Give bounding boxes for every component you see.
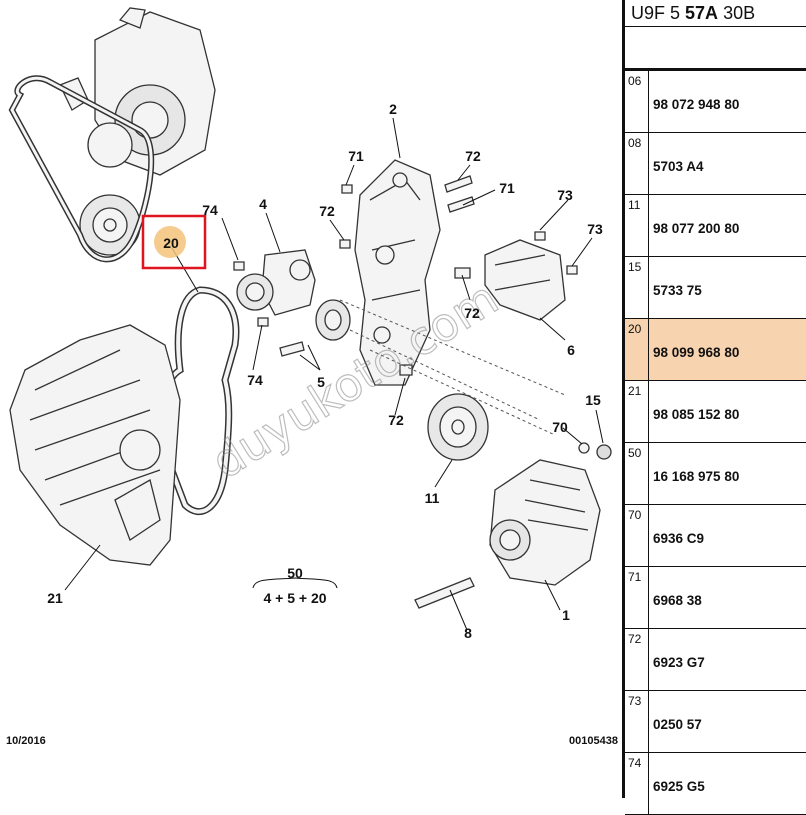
callout-21[interactable]: 21 <box>47 590 63 606</box>
part-ref: 08 <box>625 133 649 194</box>
kit-contents: 4 + 5 + 20 <box>263 590 326 606</box>
part-number: 98 085 152 80 <box>653 407 740 422</box>
callout-70[interactable]: 70 <box>552 419 568 435</box>
part-number: 6968 38 <box>653 593 702 608</box>
part-row-71[interactable]: 71 6968 38 <box>625 567 806 629</box>
header-bold-code: 57A <box>685 3 719 23</box>
callout-71[interactable]: 71 <box>348 148 364 164</box>
callout-72[interactable]: 72 <box>465 148 481 164</box>
ac-compressor-drawing <box>59 7 216 256</box>
part-row-21[interactable]: 21 98 085 152 80 <box>625 381 806 443</box>
part-row-50[interactable]: 50 16 168 975 80 <box>625 443 806 505</box>
part-number: 98 077 200 80 <box>653 221 740 236</box>
part-ref: 15 <box>625 257 649 318</box>
part-ref: 71 <box>625 567 649 628</box>
part-ref: 11 <box>625 195 649 256</box>
diagram-date: 10/2016 <box>6 735 46 747</box>
callout-15[interactable]: 15 <box>585 392 601 408</box>
callout-71[interactable]: 71 <box>499 180 515 196</box>
callout-74[interactable]: 74 <box>247 372 263 388</box>
callout-73[interactable]: 73 <box>587 221 603 237</box>
parts-list-panel: U9F 5 57A 30B 06 98 072 948 80 08 5703 A4 11… <box>622 0 806 815</box>
highlight-badge <box>154 226 186 258</box>
drawing-number: 00105438 <box>569 735 618 747</box>
callout-72[interactable]: 72 <box>319 203 335 219</box>
callout-11[interactable]: 11 <box>425 490 440 506</box>
callout-73[interactable]: 73 <box>557 187 573 203</box>
part-number: 6923 G7 <box>653 655 705 670</box>
part-number: 98 099 968 80 <box>653 345 740 360</box>
alternator-drawing <box>489 459 601 586</box>
part-row-11[interactable]: 11 98 077 200 80 <box>625 195 806 257</box>
callout-5[interactable]: 5 <box>317 374 325 390</box>
parts-list-blank-row <box>625 27 806 71</box>
part-number: 6936 C9 <box>653 531 705 546</box>
header-prefix: U9F 5 <box>631 3 686 23</box>
part-ref: 06 <box>625 71 649 132</box>
callout-72[interactable]: 72 <box>464 305 480 321</box>
part-row-15[interactable]: 15 5733 75 <box>625 257 806 319</box>
bolt-8-drawing <box>414 577 475 609</box>
idler-pulley-drawing <box>279 299 351 357</box>
part-number: 5733 75 <box>653 283 702 298</box>
leader-lines <box>64 117 604 631</box>
part-ref: 50 <box>625 443 649 504</box>
part-row-73[interactable]: 73 0250 57 <box>625 691 806 753</box>
part-ref: 20 <box>625 319 649 380</box>
part-ref: 21 <box>625 381 649 442</box>
callout-6[interactable]: 6 <box>567 342 575 358</box>
highlight-frame <box>141 214 207 270</box>
mounting-bracket-drawing <box>354 159 441 386</box>
part-row-08[interactable]: 08 5703 A4 <box>625 133 806 195</box>
callout-74[interactable]: 74 <box>202 202 218 218</box>
callout-72[interactable]: 72 <box>388 412 404 428</box>
kit-label: 50 <box>287 565 303 581</box>
callout-8[interactable]: 8 <box>464 625 472 641</box>
cap-15-drawing <box>596 444 612 460</box>
part-row-06[interactable]: 06 98 072 948 80 <box>625 71 806 133</box>
support-bracket-drawing <box>484 239 566 321</box>
timing-cover-drawing <box>9 324 181 566</box>
part-row-70[interactable]: 70 6936 C9 <box>625 505 806 567</box>
callout-2[interactable]: 2 <box>389 101 397 117</box>
part-number: 0250 57 <box>653 717 702 732</box>
diagram-canvas: duyukoto.com 744271727172737372674572117… <box>6 7 618 747</box>
part-ref: 72 <box>625 629 649 690</box>
part-ref: 74 <box>625 753 649 814</box>
part-row-74[interactable]: 74 6925 G5 <box>625 753 806 815</box>
pulley-drawing <box>427 393 489 461</box>
part-row-72[interactable]: 72 6923 G7 <box>625 629 806 691</box>
bolt-70-drawing <box>578 442 590 454</box>
part-number: 98 072 948 80 <box>653 97 740 112</box>
parts-list-header: U9F 5 57A 30B <box>625 0 806 27</box>
callout-4[interactable]: 4 <box>259 196 267 212</box>
part-ref: 70 <box>625 505 649 566</box>
part-number: 16 168 975 80 <box>653 469 740 484</box>
accessory-belt-drawing <box>160 286 240 516</box>
belt-tensioner-drawing <box>236 249 316 316</box>
part-row-20[interactable]: 20 98 099 968 80 <box>625 319 806 381</box>
part-ref: 73 <box>625 691 649 752</box>
callout-1[interactable]: 1 <box>562 607 570 623</box>
part-number: 5703 A4 <box>653 159 704 174</box>
header-suffix: 30B <box>718 3 756 23</box>
part-number: 6925 G5 <box>653 779 705 794</box>
callout-20[interactable]: 20 <box>163 235 179 251</box>
